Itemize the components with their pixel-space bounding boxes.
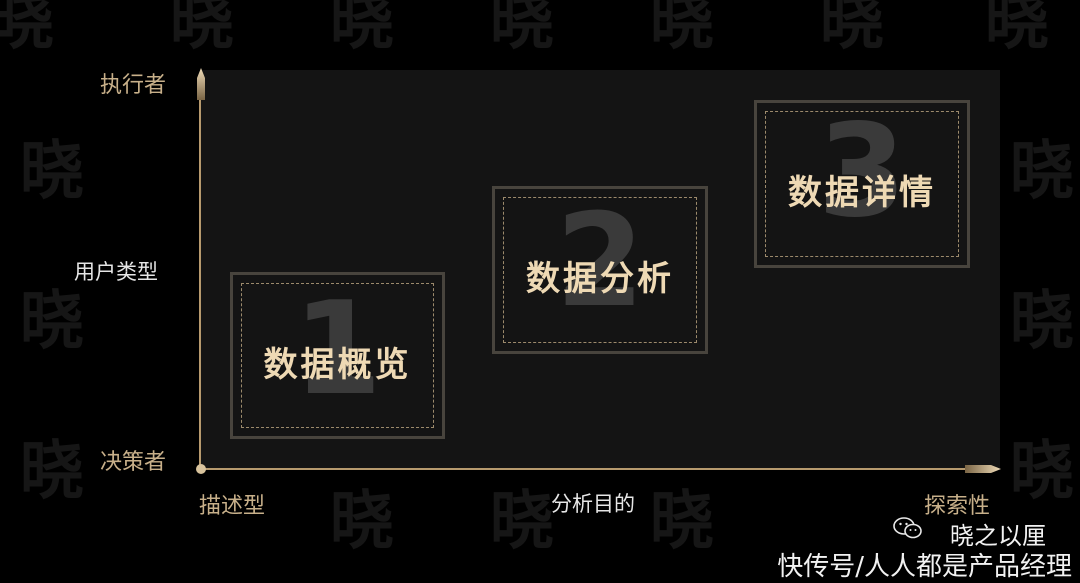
wechat-icon [893,517,922,539]
watermark: 晓 [490,0,556,59]
box-title: 数据分析 [526,259,674,299]
watermark: 晓 [170,0,236,59]
watermark: 晓 [1010,285,1076,359]
box-dashed-border [241,283,434,428]
x-axis-title: 分析目的 [551,492,635,516]
box-number: 2 [555,187,645,336]
watermark: 晓 [820,0,886,59]
watermark: 晓 [490,485,556,559]
watermark: 晓 [985,0,1051,59]
diagram-panel [200,70,1000,468]
box-dashed-border [765,111,959,257]
box-title: 数据概览 [263,345,412,385]
y-axis-arrow-icon [197,68,205,100]
box-number: 3 [817,97,907,246]
watermark: 晓 [650,0,716,59]
origin-dot [196,464,206,474]
x-axis-arrow-icon [965,465,1001,473]
y-axis-title: 用户类型 [74,260,158,284]
watermark: 晓 [650,485,716,559]
box-dashed-border [503,197,697,343]
watermark: 晓 [330,485,396,559]
box-data-analysis: 2 数据分析 [492,186,708,354]
box-number: 1 [292,275,383,424]
watermark: 晓 [20,135,86,209]
x-axis-right-label: 探索性 [924,494,991,519]
brand-name: 晓之以厘 [950,522,1046,550]
source-label: 快传号/人人都是产品经理 [777,552,1072,582]
watermark: 晓 [330,0,396,59]
watermark: 晓 [0,0,56,59]
watermark: 晓 [1010,435,1076,509]
x-axis-line [200,468,980,470]
watermark: 晓 [20,435,86,509]
y-axis-top-label: 执行者 [100,73,167,98]
y-axis-line [199,96,201,468]
box-data-overview: 1 数据概览 [230,272,445,439]
y-axis-bottom-label: 决策者 [100,450,167,475]
box-title: 数据详情 [788,173,936,213]
watermark: 晓 [1010,135,1076,209]
box-data-details: 3 数据详情 [754,97,970,268]
watermark: 晓 [20,285,86,359]
x-axis-left-label: 描述型 [199,494,266,519]
